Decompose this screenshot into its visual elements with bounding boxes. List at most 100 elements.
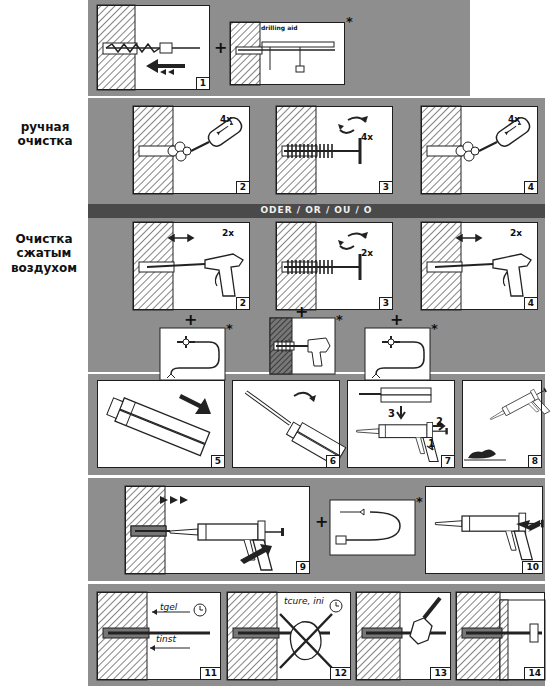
waste-step: [468, 449, 496, 458]
mixer-step: [286, 422, 300, 438]
cartridge-step: [115, 410, 205, 456]
panel-backgrounds: [270, 318, 335, 374]
separator-band: ODER / OR / OU / O: [88, 204, 545, 218]
panel-backgrounds: [97, 380, 225, 468]
inject-step: [135, 530, 170, 532]
drilling-aid: [270, 47, 271, 70]
load-gun-step: [381, 388, 431, 395]
illustration: [284, 116, 368, 164]
optional-mark: *: [336, 312, 343, 327]
panel-backgrounds: [365, 328, 430, 380]
step-panel: 10: [425, 486, 543, 574]
step-panel: 4x3: [276, 106, 393, 194]
insert-rod-step: [194, 604, 206, 616]
drilling-step: [106, 47, 200, 49]
fixture-step: [500, 600, 508, 680]
step-number: 3: [379, 297, 392, 309]
cartridge-step: [107, 398, 123, 418]
background-bands: [88, 0, 545, 686]
repeat-count: 4x: [361, 133, 373, 142]
step-panel: 14: [456, 592, 545, 680]
step-number: 6: [326, 455, 339, 467]
cure-step: [227, 592, 342, 680]
background-bands: [88, 218, 545, 372]
step-panel: 3217: [347, 380, 455, 468]
inject-step: [240, 544, 272, 564]
repeat-count: 4x: [508, 115, 520, 124]
section-label: ручная очистка: [6, 120, 84, 149]
illustration: [456, 115, 532, 161]
step-panel: drilling aid: [230, 22, 345, 85]
drill-brush: [308, 338, 330, 366]
drill-brush: [270, 318, 330, 374]
step-number: 14: [524, 667, 544, 679]
tighten-step: [366, 632, 446, 635]
optional-mark: *: [226, 321, 233, 336]
optional-mark: *: [431, 321, 438, 336]
waste-step: [488, 384, 556, 437]
step-number: 1: [196, 77, 209, 89]
drilling-step: [160, 69, 174, 75]
step-panel: 4x4: [421, 106, 538, 194]
order-number: 3: [388, 409, 395, 419]
load-gun-step: [359, 393, 381, 395]
repeat-count: 2x: [510, 229, 522, 238]
panel-backgrounds: [421, 222, 538, 310]
drilling-step: [97, 5, 200, 90]
cartridge-step: [179, 394, 211, 414]
illustration: [284, 232, 368, 280]
inject-step: [125, 486, 284, 574]
step-panel: 9: [125, 486, 310, 574]
inject-step: [170, 521, 284, 570]
tighten-step: [424, 598, 440, 618]
panel-backgrounds: [97, 5, 210, 90]
step-panel: 2x 4: [421, 222, 538, 310]
cure-step: [330, 600, 342, 612]
panel-backgrounds: [97, 592, 221, 680]
step-panel: tcure, ini12: [227, 592, 351, 680]
step-number: 9: [296, 561, 309, 573]
cartridge-step: [126, 402, 135, 425]
panel-backgrounds: [276, 222, 393, 310]
step-number: 11: [200, 667, 220, 679]
release-step: [516, 520, 540, 532]
fixture-step: [456, 592, 545, 680]
tool-label: drilling aid: [261, 25, 298, 31]
order-number: 1: [428, 439, 435, 449]
plus-sign: +: [315, 512, 328, 531]
optional-mark: *: [416, 494, 423, 509]
mixer-step: [309, 395, 316, 402]
step-number: 12: [330, 667, 350, 679]
time-label: tinst: [156, 635, 176, 644]
step-number: 4: [524, 297, 537, 309]
illustration: [167, 336, 219, 378]
waste-step: [488, 384, 556, 437]
drilling-aid: [296, 66, 304, 72]
step-number: 5: [211, 455, 224, 467]
tighten-step: [410, 618, 432, 644]
panel-backgrounds: [456, 592, 545, 680]
drilling-aid: [262, 42, 334, 47]
repeat-count: 2x: [361, 249, 373, 258]
separator-text: ODER / OR / OU / O: [88, 206, 545, 215]
repeat-count: 4x: [220, 115, 232, 124]
step-panel: 4x2: [133, 106, 250, 194]
illustration: [147, 235, 243, 296]
extension-tube: [344, 512, 400, 540]
insert-rod-step: [152, 609, 157, 615]
step-number: 8: [528, 455, 541, 467]
step-panel: 6: [232, 380, 340, 468]
insert-rod-step: [150, 645, 155, 651]
extension-tube: [336, 509, 400, 544]
panel-backgrounds: [125, 486, 310, 574]
step-panel: 2x2: [133, 222, 250, 310]
step-panel: 8: [462, 380, 542, 468]
panel-backgrounds: [276, 106, 393, 194]
step-panel: 1: [97, 5, 210, 90]
panel-backgrounds: [97, 5, 545, 680]
illustration: [372, 336, 424, 378]
time-label: tgel: [160, 603, 177, 612]
extension-tube: [340, 509, 364, 515]
panel-backgrounds: [421, 106, 538, 194]
